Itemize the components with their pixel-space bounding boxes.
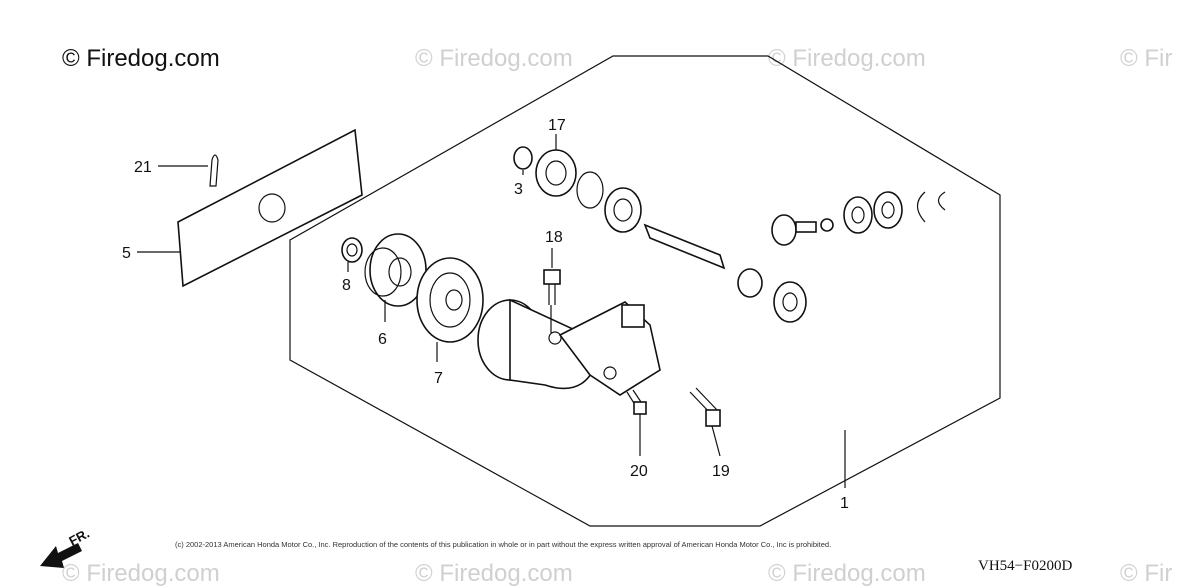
copyright-text: © Firedog.com xyxy=(62,45,220,72)
callout-7: 7 xyxy=(434,370,443,387)
callout-8: 8 xyxy=(342,277,351,294)
shaft-part[interactable] xyxy=(643,223,726,270)
watermark: © Firedog.com xyxy=(62,560,220,587)
bolt-20-part[interactable] xyxy=(626,389,647,415)
gear-part[interactable] xyxy=(737,268,763,298)
nut-part[interactable] xyxy=(341,237,363,263)
cotter-pin-part[interactable] xyxy=(209,154,219,187)
callout-17: 17 xyxy=(548,117,566,134)
callout-20: 20 xyxy=(630,463,648,480)
callout-5: 5 xyxy=(122,245,131,262)
watermark: © Fir xyxy=(1120,45,1172,72)
bearing-17-part[interactable] xyxy=(535,149,577,197)
callout-3: 3 xyxy=(514,181,523,198)
front-direction-arrow-icon xyxy=(40,543,82,568)
callout-18: 18 xyxy=(545,229,563,246)
bearing-lower-part[interactable] xyxy=(773,281,807,323)
callout-21: 21 xyxy=(134,159,152,176)
bearing-part[interactable] xyxy=(604,187,642,233)
gear-case-part[interactable] xyxy=(477,298,661,396)
diagram-code: VH54−F0200D xyxy=(978,558,1072,574)
watermark: © Firedog.com xyxy=(768,45,926,72)
assembly-outline xyxy=(289,55,1001,527)
copyright-notice: (c) 2002-2013 American Honda Motor Co., … xyxy=(175,540,831,549)
watermark: © Firedog.com xyxy=(768,560,926,587)
bolt-18-part[interactable] xyxy=(543,269,561,305)
blade-part[interactable] xyxy=(177,128,363,288)
watermark: © Fir xyxy=(1120,560,1172,587)
circlip-part[interactable] xyxy=(916,191,946,223)
snap-ring-part[interactable] xyxy=(576,171,604,209)
watermark: © Firedog.com xyxy=(415,560,573,587)
callout-19: 19 xyxy=(712,463,730,480)
bevel-gear-part[interactable] xyxy=(771,214,834,246)
callout-1: 1 xyxy=(840,495,849,512)
pulley-part[interactable] xyxy=(416,257,484,343)
direction-label: FR. xyxy=(66,526,92,549)
bearing-right-part[interactable] xyxy=(843,191,903,234)
collar-part[interactable] xyxy=(513,146,533,170)
bolt-19-part[interactable] xyxy=(689,387,721,427)
watermark: © Firedog.com xyxy=(415,45,573,72)
callout-6: 6 xyxy=(378,331,387,348)
